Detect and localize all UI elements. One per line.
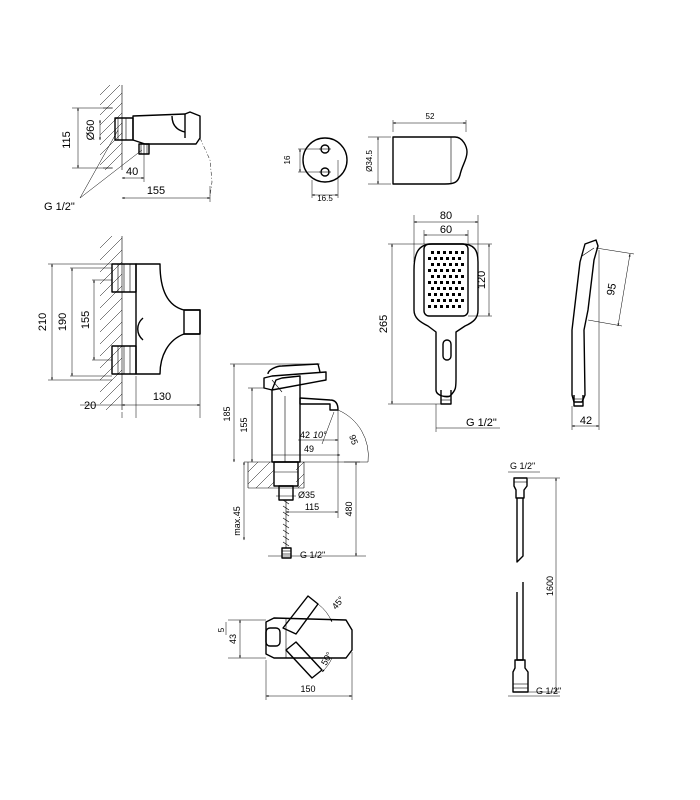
dim-265: 265 — [378, 315, 390, 333]
wall-hatch — [99, 84, 123, 171]
dim-5: 5 — [217, 627, 226, 632]
dim-115: 115 — [61, 131, 73, 149]
dim-155b: 155 — [80, 311, 92, 329]
shower-mixer-side-view: 115 Ø60 40 155 G 1/2" — [44, 84, 213, 213]
thread-label: G 1/2" — [44, 201, 75, 213]
dim-185: 185 — [222, 406, 232, 421]
angle-10: 10° — [313, 430, 327, 440]
dim-42: 42 — [580, 415, 592, 427]
dim-20: 20 — [84, 400, 96, 412]
dim-60: 60 — [440, 224, 452, 236]
dim-480: 480 — [344, 501, 354, 516]
hand-shower-front-view: 80 60 120 265 G 1/2" — [378, 210, 500, 432]
shower-hose-view: G 1/2" 1600 G 1/2" — [508, 461, 561, 697]
hand-shower-thread: G 1/2" — [466, 417, 497, 429]
dim-115b: 115 — [305, 502, 319, 512]
hose-thread-bottom: G 1/2" — [536, 686, 561, 696]
wall-hatch-2 — [99, 235, 123, 411]
dim-43: 43 — [228, 634, 238, 644]
dim-130: 130 — [153, 391, 171, 403]
dim-diameter-35: Ø35 — [298, 490, 315, 500]
dim-16-5: 16.5 — [317, 194, 333, 203]
dim-max-45: max.45 — [232, 506, 242, 536]
dim-42b: 42 — [300, 430, 310, 440]
angle-45: 45° — [330, 594, 347, 611]
shower-outlet-view: 52 Ø34.5 — [365, 112, 468, 185]
dim-40: 40 — [126, 166, 138, 178]
dim-155: 155 — [147, 185, 165, 197]
dim-49: 49 — [304, 444, 314, 454]
dim-1600: 1600 — [545, 576, 555, 596]
basin-mixer-top-view: 45° 50° 43 5 150 — [217, 594, 353, 700]
dim-95: 95 — [605, 282, 619, 296]
dim-diameter-34-5: Ø34.5 — [365, 150, 374, 172]
basin-thread: G 1/2" — [300, 550, 325, 560]
dim-210: 210 — [37, 313, 49, 331]
hand-shower-side-view: 95 42 — [571, 239, 635, 430]
shower-mixer-front-view: 210 190 155 20 130 — [37, 235, 201, 418]
dim-16: 16 — [283, 155, 292, 164]
dim-150: 150 — [300, 684, 315, 694]
counter-hatch — [247, 461, 305, 489]
dim-120: 120 — [476, 271, 488, 289]
angle-50: 50° — [319, 650, 335, 667]
dim-diameter-60: Ø60 — [85, 120, 97, 141]
dim-80: 80 — [440, 210, 452, 222]
dim-52: 52 — [426, 112, 435, 121]
hose-thread-top: G 1/2" — [510, 461, 535, 471]
dim-95b: 95 — [347, 433, 360, 446]
dim-190: 190 — [57, 313, 69, 331]
wall-holder-view: 16 16.5 — [283, 137, 348, 203]
dim-155c: 155 — [239, 417, 249, 432]
basin-mixer-side-view: 185 155 max.45 42 49 10° 95 Ø35 115 480 … — [222, 363, 369, 560]
spray-nozzles — [428, 251, 464, 308]
